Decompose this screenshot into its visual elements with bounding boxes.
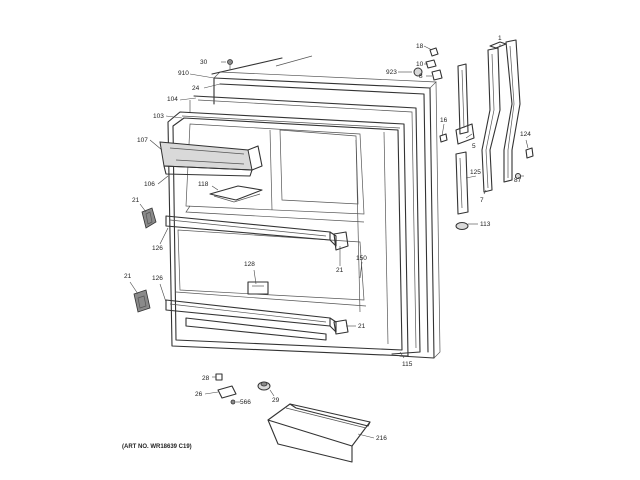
callout-21-upper-right: 21 xyxy=(336,267,344,274)
callout-7: 7 xyxy=(480,197,484,204)
callout-5: 5 xyxy=(472,143,476,150)
cap-29 xyxy=(257,381,271,391)
callout-104: 104 xyxy=(167,96,178,103)
shelf-end-cap-upper-right xyxy=(333,231,349,251)
callout-16: 16 xyxy=(440,117,448,124)
shelf-end-cap-lower-right xyxy=(333,319,349,335)
door-shelf-upper xyxy=(165,215,337,247)
screw-30 xyxy=(227,59,233,70)
leader-lines xyxy=(129,44,529,439)
callout-910: 910 xyxy=(178,70,189,77)
callout-21-lower-right: 21 xyxy=(358,323,366,330)
callout-216: 216 xyxy=(376,435,387,442)
door-bin-216 xyxy=(267,403,371,463)
door-gasket xyxy=(189,95,421,355)
screw-566 xyxy=(230,399,236,405)
callout-1: 1 xyxy=(498,35,502,42)
shelf-end-cap-upper-left xyxy=(141,207,157,229)
callout-30: 30 xyxy=(200,59,208,66)
callout-18: 18 xyxy=(416,43,424,50)
hinge-arm-left xyxy=(481,47,501,193)
callout-24: 24 xyxy=(192,85,200,92)
callout-128: 128 xyxy=(244,261,255,268)
callout-113: 113 xyxy=(480,221,491,228)
callout-labels: 30 910 24 104 103 107 106 118 21 126 21 … xyxy=(122,35,531,450)
callout-10: 10 xyxy=(416,61,424,68)
callout-26: 26 xyxy=(195,391,203,398)
dairy-compartment-door xyxy=(159,141,263,177)
callout-29: 29 xyxy=(272,397,280,404)
art-number: (ART NO. WR18639 C19) xyxy=(122,444,192,450)
callout-8: 8 xyxy=(419,73,423,80)
callout-118: 118 xyxy=(198,181,209,188)
callout-126-upper: 126 xyxy=(152,245,163,252)
callout-103: 103 xyxy=(153,113,164,120)
callout-115: 115 xyxy=(402,361,413,368)
callout-566: 566 xyxy=(240,399,251,406)
door-hinge-channel xyxy=(455,151,469,215)
door-stop-bracket xyxy=(247,281,269,295)
bracket-26 xyxy=(217,385,237,399)
door-inner-liner xyxy=(167,111,409,357)
callout-923: 923 xyxy=(386,69,397,76)
callout-107: 107 xyxy=(137,137,148,144)
callout-21-lower-left: 21 xyxy=(124,273,132,280)
door-outer-panel xyxy=(213,71,441,359)
callout-124: 124 xyxy=(520,131,531,138)
callout-21-upper-left: 21 xyxy=(132,197,140,204)
callout-126-lower: 126 xyxy=(152,275,163,282)
door-shelf-lower xyxy=(165,299,337,341)
upper-hinge-bracket xyxy=(455,63,475,145)
small-shelf-bin xyxy=(209,185,263,203)
door-top-trim xyxy=(211,55,313,75)
callout-28: 28 xyxy=(202,375,210,382)
callout-125: 125 xyxy=(470,169,481,176)
hinge-cap-113 xyxy=(455,222,469,230)
callout-150: 150 xyxy=(356,255,367,262)
spring-28 xyxy=(215,373,223,381)
callout-87: 87 xyxy=(514,177,522,184)
hinge-hardware xyxy=(413,41,534,179)
callout-106: 106 xyxy=(144,181,155,188)
hinge-arm-right xyxy=(503,39,521,183)
shelf-end-cap-lower-left xyxy=(133,289,151,313)
